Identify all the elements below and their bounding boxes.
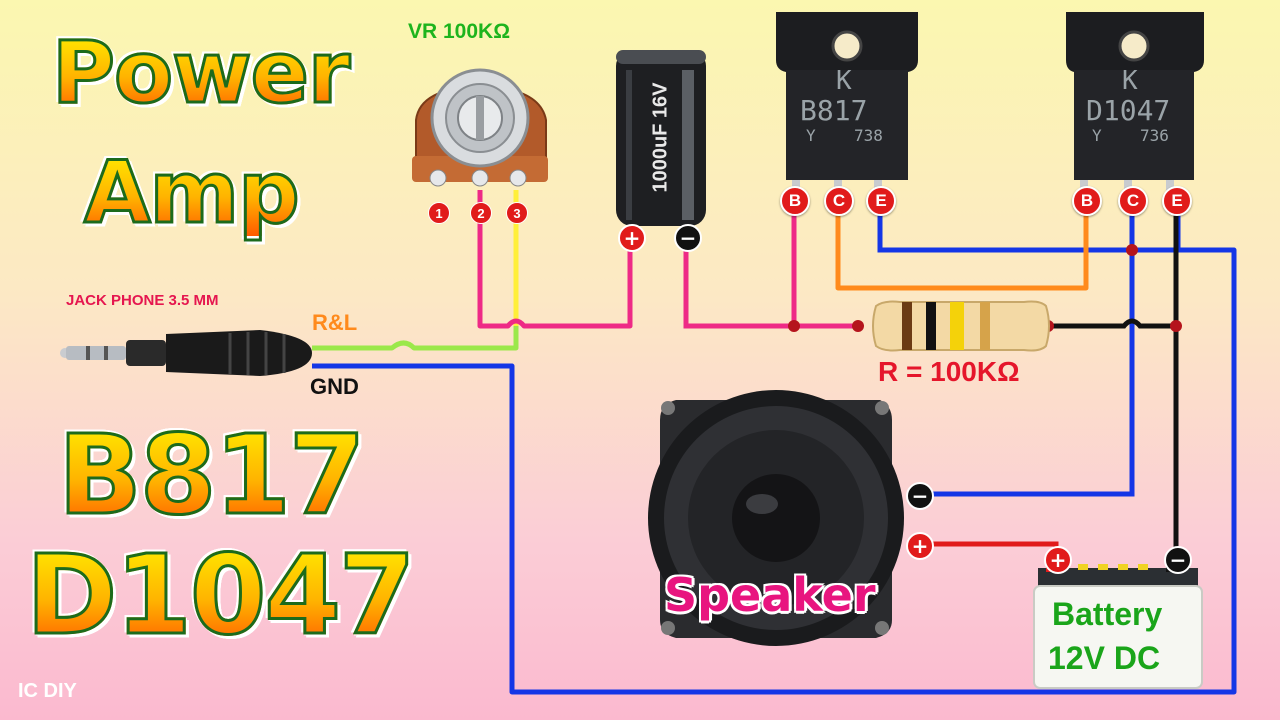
- battery-icon: [1033, 562, 1203, 689]
- title-power: Power: [50, 23, 351, 123]
- transistor2-pin-c: C: [1118, 186, 1148, 216]
- transistor1-lot: 738: [854, 126, 883, 145]
- battery-label-line1: Battery: [1052, 596, 1163, 632]
- speaker-plus-terminal: +: [906, 532, 934, 560]
- wire-c1-to-b2: [835, 214, 1089, 291]
- transistor2-brand: K: [1122, 66, 1138, 96]
- wire-e1-to-e2: [877, 214, 1178, 253]
- model-b817: B817: [56, 411, 366, 539]
- transistor2-code: Y: [1092, 126, 1102, 145]
- vr-label: VR 100KΩ: [408, 20, 511, 43]
- wire-speaker-plus-to-battery: [932, 541, 1059, 558]
- wire-audio-rl: [312, 190, 519, 351]
- transistor-b817-icon: [776, 12, 918, 200]
- wire-cap-to-resistor: [683, 236, 858, 329]
- junction-dot: [1126, 244, 1138, 256]
- transistor1-pin-c: C: [824, 186, 854, 216]
- battery-label-line2: 12V DC: [1048, 640, 1161, 676]
- transistor2-pin-e: E: [1162, 186, 1192, 216]
- battery-plus-terminal: +: [1044, 546, 1072, 574]
- model-d1047: D1047: [24, 531, 416, 659]
- audio-jack-icon: [60, 330, 312, 376]
- pot-pin-2: 2: [470, 202, 492, 224]
- footer-label: IC DIY: [18, 680, 77, 702]
- wire-resistor-to-e2: [1048, 318, 1176, 329]
- junction-dot: [788, 320, 800, 332]
- rl-label: R&L: [312, 310, 358, 335]
- transistor-d1047-icon: [1066, 12, 1204, 200]
- potentiometer-icon: [412, 68, 548, 187]
- resistor-label: R = 100KΩ: [878, 356, 1020, 387]
- junction-dot: [852, 320, 864, 332]
- transistor2-lot: 736: [1140, 126, 1169, 145]
- title-amp: Amp: [83, 143, 302, 243]
- speaker-label: Speaker: [664, 568, 876, 622]
- transistor1-part: B817: [800, 94, 868, 127]
- capacitor-icon: [616, 50, 706, 226]
- speaker-minus-terminal: −: [906, 482, 934, 510]
- junction-dot: [1170, 320, 1182, 332]
- gnd-label: GND: [310, 374, 359, 399]
- battery-minus-terminal: −: [1164, 546, 1192, 574]
- transistor1-code: Y: [806, 126, 816, 145]
- transistor2-pin-b: B: [1072, 186, 1102, 216]
- capacitor-plus: +: [618, 224, 646, 252]
- jack-label: JACK PHONE 3.5 MM: [66, 292, 219, 309]
- transistor1-pin-e: E: [866, 186, 896, 216]
- pot-pin-1: 1: [428, 202, 450, 224]
- capacitor-minus: −: [674, 224, 702, 252]
- capacitor-marking: 1000uF 16V: [649, 82, 672, 193]
- transistor2-part: D1047: [1086, 94, 1171, 127]
- wire-pot-to-cap: [477, 190, 633, 329]
- resistor-icon: [872, 300, 1050, 352]
- pot-pin-3: 3: [506, 202, 528, 224]
- speaker-icon: [648, 390, 904, 646]
- transistor1-pin-b: B: [780, 186, 810, 216]
- wire-c2-to-speaker-minus: [932, 214, 1135, 497]
- transistor1-brand: K: [836, 66, 852, 96]
